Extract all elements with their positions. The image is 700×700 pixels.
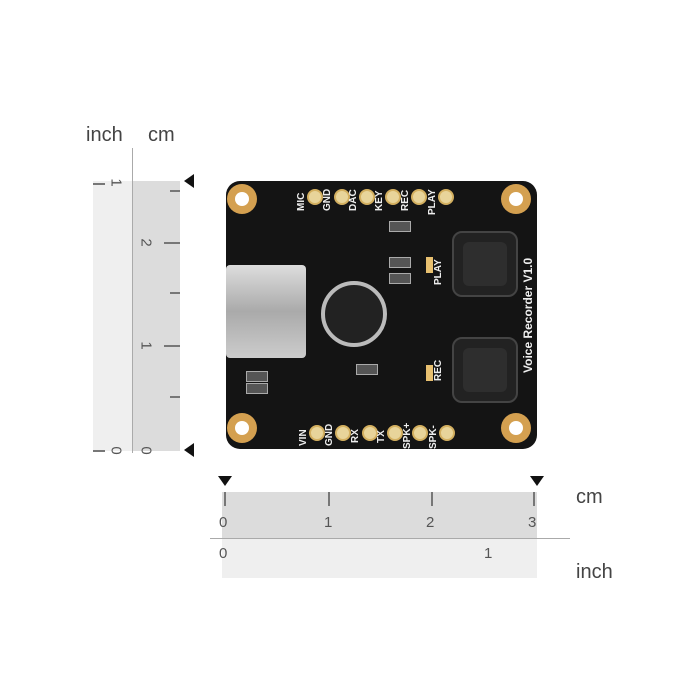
microphone	[321, 281, 387, 347]
cm-tick-2: 2	[426, 514, 435, 531]
pin-label: VIN	[298, 429, 309, 446]
inch-scale	[93, 181, 132, 451]
mounting-hole	[501, 413, 531, 443]
cm-tick-3: 3	[528, 514, 537, 531]
mounting-hole	[501, 184, 531, 214]
inch-scale	[222, 538, 537, 578]
pin-label: GND	[322, 188, 333, 211]
marker-arrow	[184, 174, 194, 188]
pin-label: DAC	[348, 189, 359, 211]
marker-arrow	[218, 476, 232, 486]
mounting-hole	[227, 413, 257, 443]
pin-label: PLAY	[427, 189, 438, 215]
rec-button[interactable]	[452, 337, 518, 403]
inch-tick-0: 0	[219, 545, 228, 562]
cm-tick-0: 0	[219, 514, 228, 531]
pin-label: RX	[350, 429, 361, 443]
inch-tick-1: 1	[484, 545, 493, 562]
play-led	[426, 257, 433, 273]
voice-recorder-board: MIC GND DAC KEY REC PLAY VIN GND RX TX S…	[226, 181, 537, 449]
usb-c-port	[226, 265, 306, 358]
marker-arrow	[184, 443, 194, 457]
led-label-rec: REC	[433, 359, 444, 381]
cm-scale	[132, 181, 180, 451]
ruler-unit-cm: cm	[148, 124, 175, 146]
pin-label: GND	[324, 423, 335, 446]
cm-tick-2: 2	[137, 238, 155, 247]
ruler-unit-cm: cm	[576, 486, 603, 508]
pin-label: MIC	[296, 192, 307, 211]
pin-label: REC	[400, 189, 411, 211]
marker-arrow	[530, 476, 544, 486]
rec-led	[426, 365, 433, 381]
cm-tick-1: 1	[324, 514, 333, 531]
inch-tick-1: 1	[107, 178, 125, 187]
cm-tick-0: 0	[137, 446, 155, 455]
led-label-play: PLAY	[433, 259, 444, 285]
inch-tick-0: 0	[107, 446, 125, 455]
pin-label: SPK+	[402, 422, 413, 449]
cm-tick-1: 1	[137, 341, 155, 350]
board-title: Voice Recorder V1.0	[521, 257, 535, 373]
play-button[interactable]	[452, 231, 518, 297]
mounting-hole	[227, 184, 257, 214]
pin-label: KEY	[374, 190, 385, 211]
divider	[210, 538, 570, 539]
pin-label: TX	[376, 430, 387, 443]
divider	[132, 148, 133, 453]
ruler-unit-inch: inch	[576, 561, 613, 583]
cm-scale	[222, 492, 537, 538]
pin-label: SPK-	[428, 425, 439, 449]
ruler-unit-inch: inch	[86, 124, 123, 146]
